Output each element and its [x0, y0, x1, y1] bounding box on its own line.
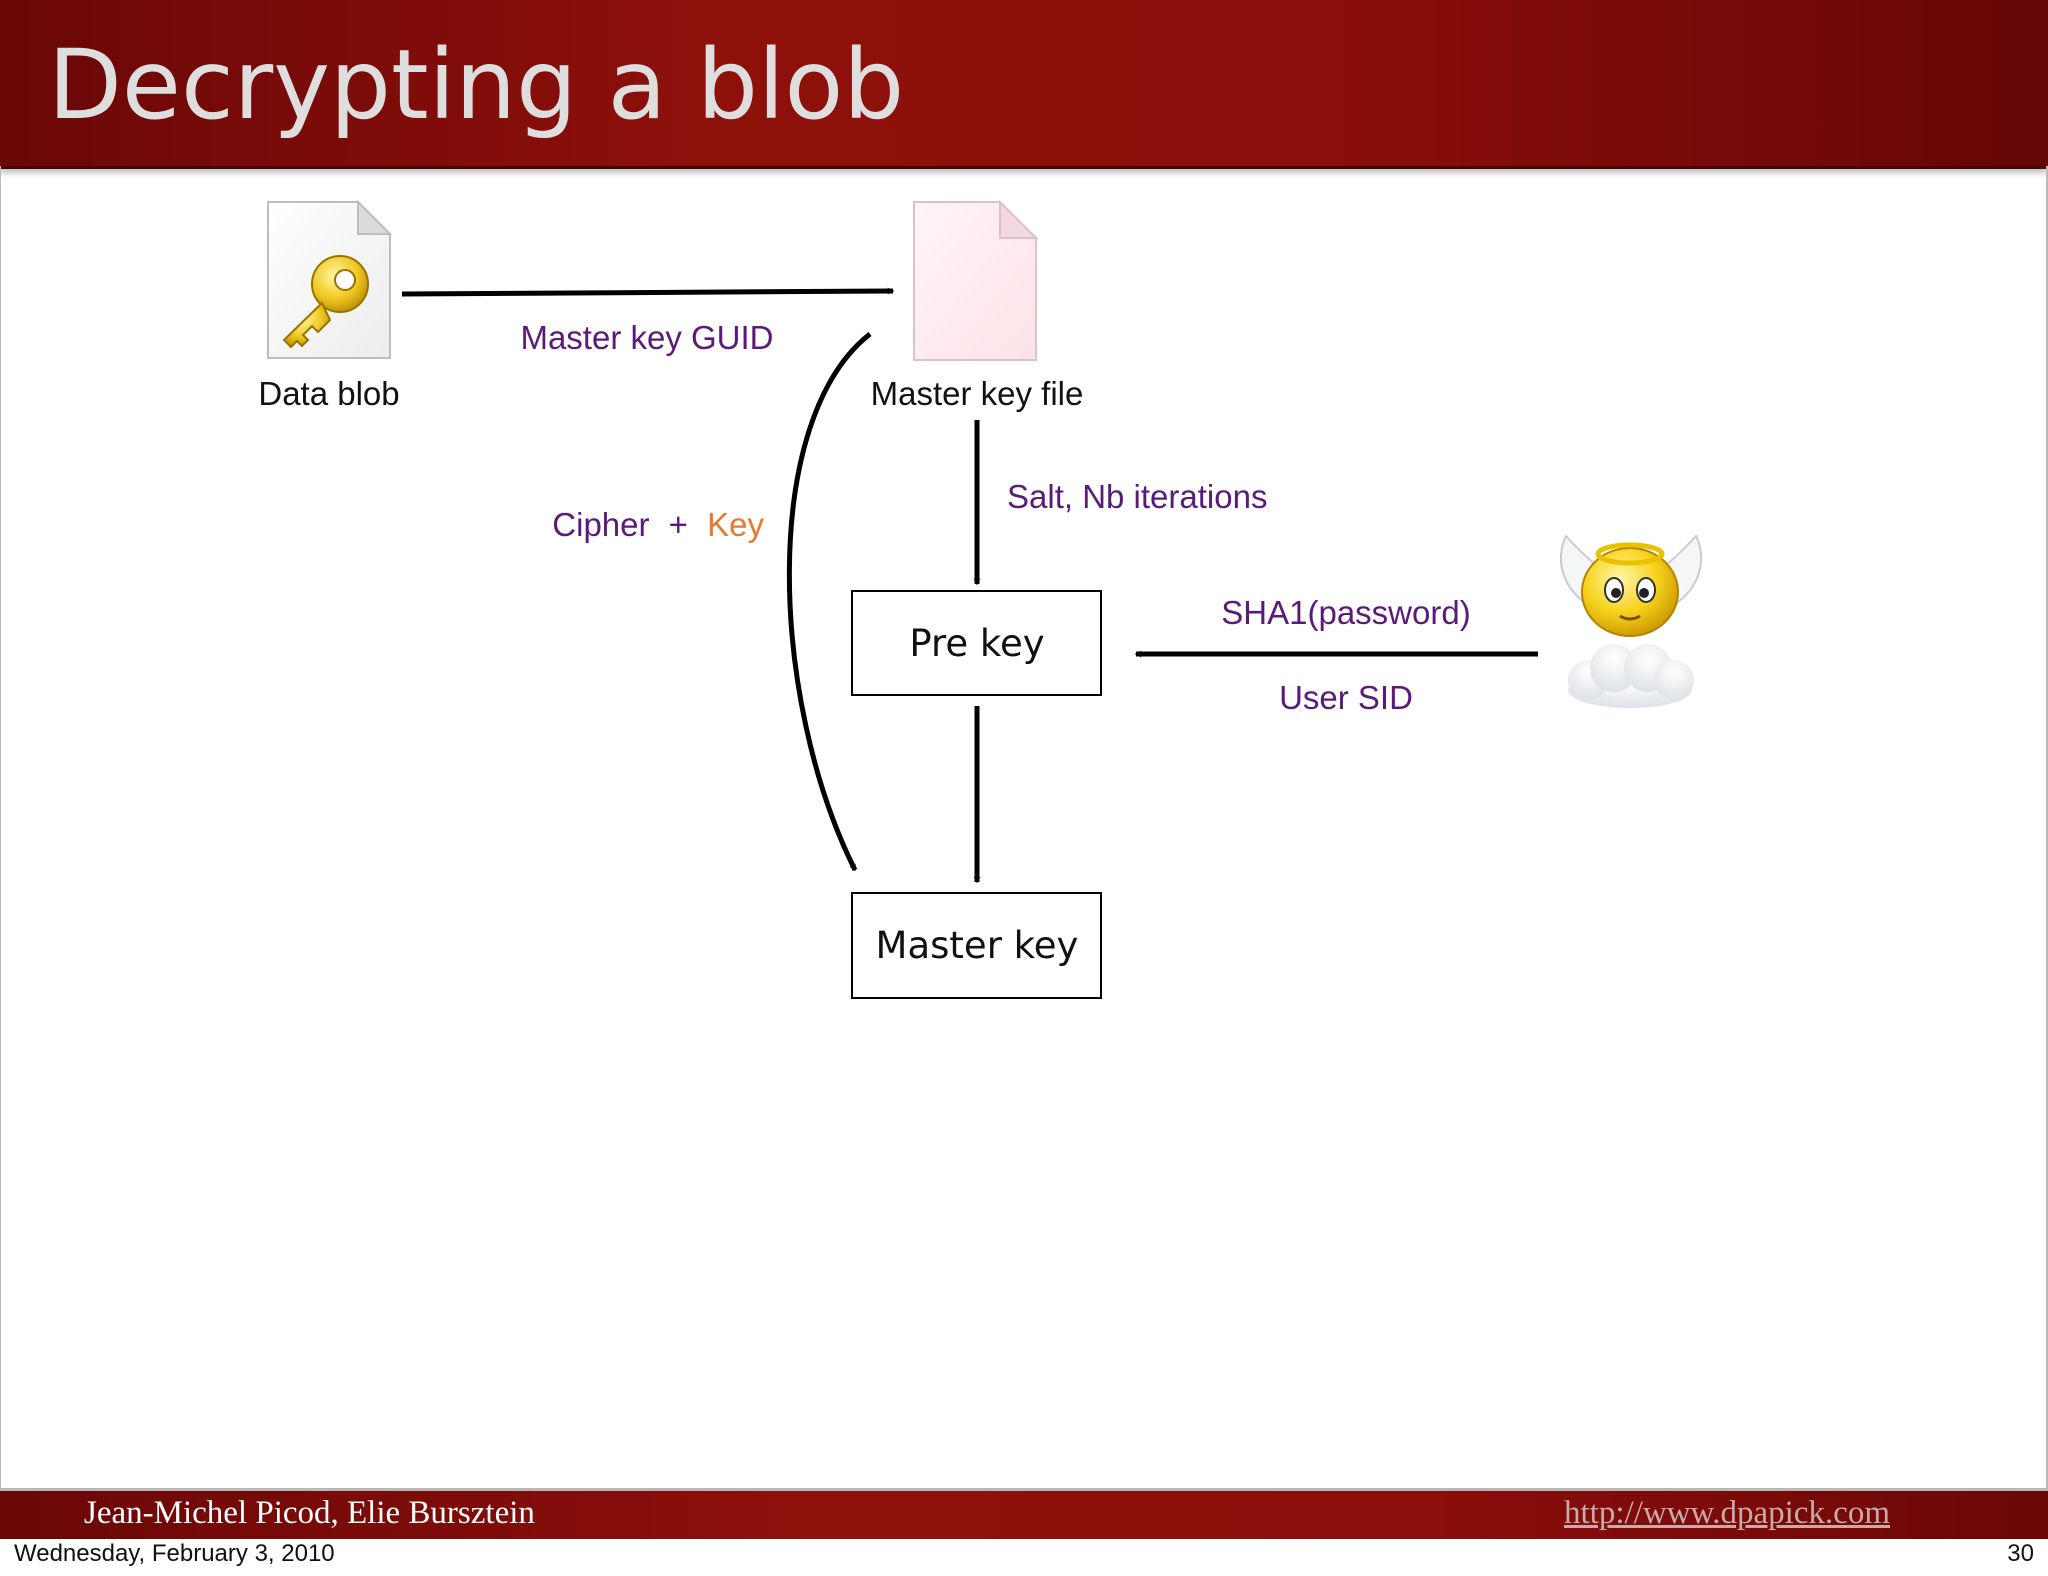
print-date: Wednesday, February 3, 2010: [14, 1540, 335, 1567]
cipher-text: Cipher: [552, 506, 649, 543]
master-key-label: Master key: [876, 924, 1079, 967]
user-sid-label: User SID: [1279, 679, 1413, 716]
content-frame: [0, 166, 2048, 1488]
master-key-file-label: Master key file: [871, 375, 1084, 412]
pre-key-label: Pre key: [909, 622, 1044, 665]
data-blob-label: Data blob: [258, 375, 399, 412]
blank-document-icon: [913, 199, 1039, 361]
footer-bar: Jean-Michel Picod, Elie Bursztein http:/…: [0, 1488, 2048, 1539]
footer-url-link[interactable]: http://www.dpapick.com: [1564, 1495, 1890, 1531]
cipher-plus-text: +: [669, 506, 688, 543]
document-key-icon: [267, 199, 393, 359]
title-bar: Decrypting a blob: [0, 0, 2048, 169]
angel-smiley-icon: [1559, 534, 1703, 708]
cipher-key-label: Cipher + Key: [552, 506, 764, 543]
master-key-guid-label: Master key GUID: [520, 319, 773, 356]
arrow-masterkeyfile-to-masterkey: [786, 332, 872, 872]
arrow-blob-to-masterkeyfile: [401, 287, 895, 297]
page-number: 30: [2007, 1540, 2034, 1567]
master-key-box: [851, 892, 1102, 999]
cipher-key-text: Key: [707, 506, 764, 543]
pre-key-box: [851, 590, 1102, 696]
sha1-password-label: SHA1(password): [1221, 594, 1470, 631]
footer-authors: Jean-Michel Picod, Elie Bursztein: [84, 1495, 535, 1531]
salt-iterations-label: Salt, Nb iterations: [1007, 478, 1267, 515]
slide-title: Decrypting a blob: [48, 29, 905, 141]
